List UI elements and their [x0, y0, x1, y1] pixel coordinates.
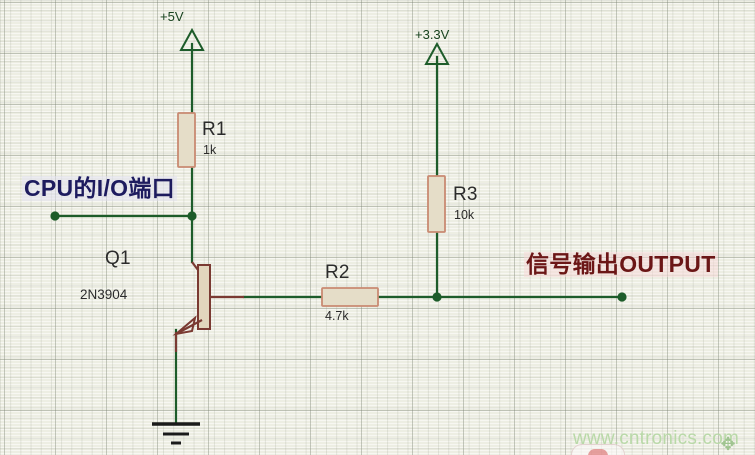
annotation-input-label: CPU的I/O端口	[22, 175, 177, 201]
watermark-url: www.cntronics.com	[573, 428, 739, 449]
transistor-base-bar	[197, 264, 211, 330]
resistor-r1-value: 1k	[203, 143, 217, 157]
transistor-emitter-lead	[175, 319, 203, 335]
ground-symbol-icon	[152, 422, 200, 445]
wire-group	[53, 42, 624, 426]
vcc-3v3-arrow-icon	[424, 41, 450, 65]
watermark-compass-icon: ✥	[720, 434, 736, 454]
resistor-r3-body	[427, 175, 446, 233]
resistor-r3-value: 10k	[454, 208, 475, 222]
transistor-q1-symbol	[172, 261, 244, 352]
annotation-output-label: 信号输出OUTPUT	[524, 251, 718, 277]
terminal-dot-io-input	[50, 211, 60, 221]
watermark-logo-icon	[571, 444, 625, 455]
terminal-dot-output	[617, 292, 627, 302]
resistor-r1-body	[177, 112, 196, 168]
junction-dot-group	[50, 211, 627, 302]
resistor-r2-value: 4.7k	[325, 309, 349, 323]
transistor-base-lead	[191, 261, 199, 271]
junction-dot-output-node	[432, 292, 442, 302]
rail-label-5v: +5V	[160, 9, 184, 24]
vcc-symbol-group	[179, 27, 450, 65]
transistor-q1-value: 2N3904	[80, 287, 128, 302]
vcc-5v-arrow-icon	[179, 27, 205, 51]
resistor-r2-ref: R2	[325, 262, 350, 283]
resistor-r1-ref: R1	[202, 119, 227, 140]
resistor-r2-body	[321, 287, 379, 307]
transistor-emitter-arrow-icon	[172, 315, 197, 336]
resistor-r3-ref: R3	[453, 184, 478, 205]
junction-dot-base-node	[187, 211, 197, 221]
transistor-q1-ref: Q1	[105, 248, 131, 269]
rail-label-3v3: +3.3V	[415, 27, 450, 42]
